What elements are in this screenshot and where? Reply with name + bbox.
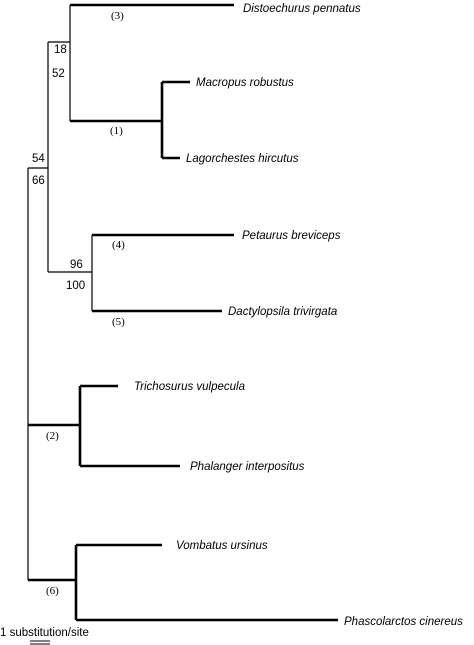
support-value-node-b-top: 54 (32, 153, 45, 165)
taxon-label-dactylopsila: Dactylopsila trivirgata (228, 306, 337, 318)
branch-label-4: (4) (112, 239, 125, 251)
support-value-node-a-bottom: 52 (52, 68, 65, 80)
taxon-label-phascolarctos: Phascolarctos cinereus (344, 616, 463, 628)
branch-label-6: (6) (46, 585, 59, 597)
taxon-label-distoechurus: Distoechurus pennatus (243, 3, 361, 15)
support-value-node-a-top: 18 (54, 44, 67, 56)
branch-label-2: (2) (46, 430, 59, 442)
support-value-node-c-top: 96 (70, 259, 83, 271)
branch-label-1: (1) (110, 125, 123, 137)
taxon-label-lagorchestes: Lagorchestes hircutus (186, 153, 299, 165)
taxon-label-trichosurus: Trichosurus vulpecula (134, 381, 245, 393)
support-value-node-c-bottom: 100 (66, 280, 85, 292)
support-value-node-b-bottom: 66 (32, 175, 45, 187)
branch-label-5: (5) (112, 316, 125, 328)
taxon-label-petaurus: Petaurus breviceps (242, 230, 341, 242)
branch-label-3: (3) (111, 10, 124, 22)
scale-bar-label: 1 substitution/site (0, 627, 89, 639)
taxon-label-vombatus: Vombatus ursinus (176, 540, 268, 552)
taxon-label-phalanger: Phalanger interpositus (190, 461, 305, 473)
taxon-label-macropus: Macropus robustus (196, 77, 294, 89)
